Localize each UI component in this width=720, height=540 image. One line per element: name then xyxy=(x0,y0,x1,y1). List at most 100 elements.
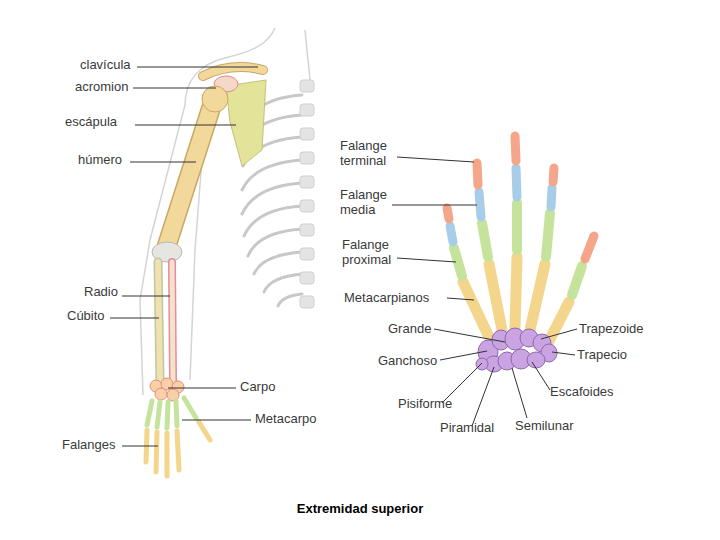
phalanx-bone xyxy=(572,266,582,295)
vertebra xyxy=(300,152,314,164)
phalanx-bone xyxy=(156,432,157,472)
rib xyxy=(242,160,302,190)
radius-bone xyxy=(172,262,173,382)
ulna-outline xyxy=(158,262,160,382)
bone-label: Escafoides xyxy=(550,384,614,399)
carpal-bone xyxy=(476,358,488,370)
phalanx-bone xyxy=(515,136,516,161)
spine xyxy=(300,80,314,308)
leader-line xyxy=(122,296,170,297)
leader-line xyxy=(532,362,550,390)
arm-phalanges xyxy=(146,422,210,476)
bone-label: Piramidal xyxy=(440,420,494,435)
rib xyxy=(254,252,302,274)
vertebra xyxy=(300,224,314,236)
bone-label: Falanges xyxy=(62,437,115,452)
wrist-bones xyxy=(150,378,184,401)
bone-label: Falange media xyxy=(340,187,398,217)
phalanx-bone xyxy=(447,208,449,219)
bone-label: Trapezoide xyxy=(579,321,644,336)
rib xyxy=(242,183,302,214)
metacarpal-bone xyxy=(515,257,517,328)
vertebra xyxy=(300,80,314,92)
phalanx-bone xyxy=(450,226,453,242)
leader-line xyxy=(447,298,474,300)
bone-label: Falange terminal xyxy=(340,138,402,168)
bone-label: Pisiforme xyxy=(398,396,452,411)
humerus-head xyxy=(202,86,228,112)
metacarpal-bone xyxy=(184,398,196,418)
leader-line xyxy=(392,205,477,206)
humerus-bone xyxy=(167,102,213,245)
phalanx-bone xyxy=(512,203,522,250)
carpal-bones xyxy=(476,328,557,372)
bone-label: escápula xyxy=(65,114,117,129)
metacarpal-bone xyxy=(167,402,168,428)
bone-label: acromion xyxy=(75,79,128,94)
leader-line xyxy=(472,367,494,426)
leader-line xyxy=(110,318,159,319)
leader-line xyxy=(440,351,487,360)
humerus-outline xyxy=(167,102,213,245)
vertebra xyxy=(300,296,314,308)
bone-label: Metacarpianos xyxy=(344,290,429,305)
phalanx-bone xyxy=(482,223,488,257)
vertebra xyxy=(300,176,314,188)
vertebra xyxy=(300,272,314,284)
leader-line xyxy=(130,162,196,163)
bone-label: Grande xyxy=(388,321,431,336)
phalanx-bone xyxy=(516,168,517,197)
figure-caption: Extremidad superior xyxy=(0,501,720,516)
leader-line xyxy=(133,88,216,89)
carpal-bone xyxy=(527,352,545,368)
bone-label: Ganchoso xyxy=(378,353,437,368)
clavicle-outline xyxy=(203,67,263,76)
phalanx-bone xyxy=(199,422,210,440)
radius-outline xyxy=(172,262,173,382)
metacarpal-bone xyxy=(157,402,160,427)
outline-line xyxy=(140,28,275,395)
arm-metacarpals xyxy=(147,398,196,428)
bone-label: Cúbito xyxy=(67,308,105,323)
leader-line xyxy=(541,329,577,339)
clavicle-bone xyxy=(203,67,263,76)
vertebra xyxy=(300,248,314,260)
bone-label: Carpo xyxy=(240,379,275,394)
phalanx-bone xyxy=(546,213,550,257)
leader-line xyxy=(512,368,527,418)
metacarpal-bone xyxy=(489,264,502,330)
distal-phalanges xyxy=(447,136,594,259)
leader-line xyxy=(434,329,505,342)
outline-line xyxy=(305,30,310,80)
rib xyxy=(278,294,302,306)
leader-line xyxy=(552,352,575,355)
phalanx-bone xyxy=(177,431,179,470)
body-outline xyxy=(140,28,310,395)
vertebra xyxy=(300,200,314,212)
scapula-bone xyxy=(226,80,266,166)
bone-label: clavícula xyxy=(80,57,131,72)
phalanx-bone xyxy=(165,433,170,476)
rib xyxy=(264,274,302,292)
vertebra xyxy=(300,104,314,116)
bone-label: húmero xyxy=(78,152,122,167)
leader-line xyxy=(122,446,158,447)
ulna-bone xyxy=(158,262,160,382)
rib xyxy=(244,206,302,236)
bone-label: Falange proximal xyxy=(342,237,404,267)
leader-lines xyxy=(110,67,577,446)
vertebra xyxy=(300,128,314,140)
phalanx-bone xyxy=(479,192,481,217)
bone-label: Radio xyxy=(84,284,118,299)
metacarpal-bone xyxy=(463,282,488,335)
leader-line xyxy=(397,258,456,262)
metacarpal-bone xyxy=(147,401,152,425)
bone-label: Trapecio xyxy=(577,347,627,362)
phalanx-bone xyxy=(585,236,594,259)
bone-label: Semilunar xyxy=(515,418,574,433)
leader-line xyxy=(135,125,236,126)
bone-label: Metacarpo xyxy=(255,411,316,426)
leader-line xyxy=(397,157,474,162)
